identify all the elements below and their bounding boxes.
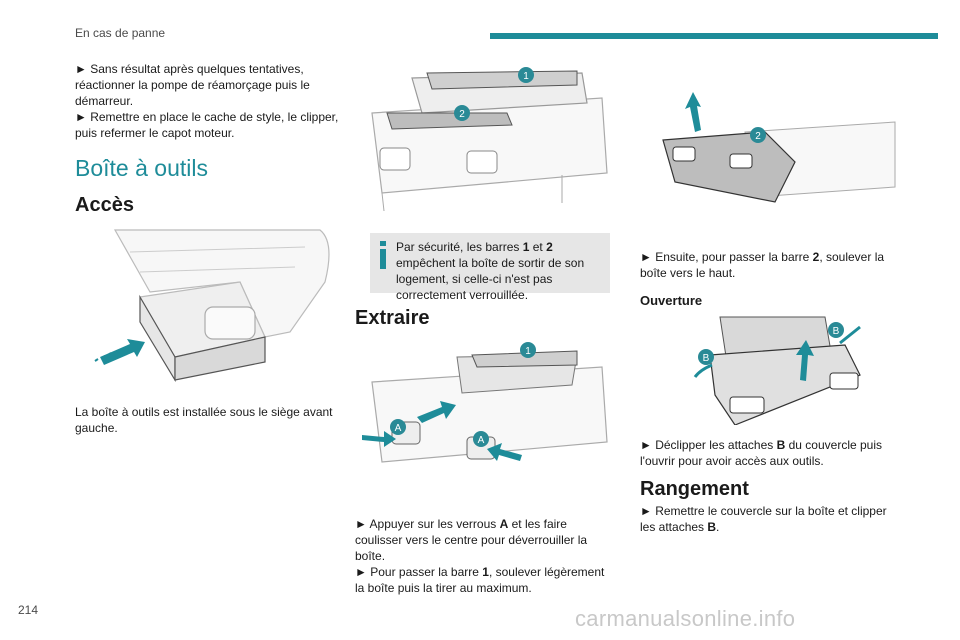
info-text: empêchent la boîte de sortir de son loge… [396,256,585,302]
page-number: 214 [18,603,39,617]
info-bold: 2 [546,240,553,254]
info-box: Par sécurité, les barres 1 et 2 empêchen… [370,233,610,302]
instruction-text: ► Pour passer la barre 1, soulever légèr… [355,565,605,595]
info-text: Par sécurité, les barres [396,240,523,254]
section-title: Boîte à outils [75,155,208,181]
bullet-text: ► Remettre en place le cache de style, l… [75,110,339,140]
seat-toolbox-illustration [90,222,340,382]
open-instruction: ► Déclipper les attaches B du couvercle … [640,437,900,469]
subsection-title: Ouverture [640,293,703,308]
toolbox-open-illustration: B B [660,315,875,425]
column-1: ► Sans résultat après quelques tentative… [75,61,345,141]
instruction-text: ► Ensuite, pour passer la barre 2, soule… [640,250,885,280]
info-icon [380,241,386,269]
extract-instructions: ► Appuyer sur les verrous A et les faire… [355,516,610,596]
label-2-badge: 2 [459,109,465,120]
header-accent-bar [490,33,938,39]
toolbox-lift-illustration: 2 [655,92,905,212]
label-1-badge: 1 [523,71,529,82]
toolbox-extract-illustration: A A 1 [362,337,617,477]
subsection-title: Accès [75,194,134,216]
info-text: et [529,240,547,254]
instruction-text: ► Déclipper les attaches B du couvercle … [640,438,883,468]
header-section-label: En cas de panne [75,26,166,40]
label-2-badge: 2 [755,131,761,142]
subsection-title: Extraire [355,307,430,329]
toolbox-caption: La boîte à outils est installée sous le … [75,405,333,435]
watermark: carmanualsonline.info [575,606,796,631]
instruction-text: ► Appuyer sur les verrous A et les faire… [355,517,588,563]
lift-instruction: ► Ensuite, pour passer la barre 2, soule… [640,249,900,281]
toolbox-bars-illustration: 1 2 [362,63,617,213]
label-b-badge: B [703,353,710,364]
subsection-title: Rangement [640,478,749,500]
info-bold: 1 [522,240,530,254]
label-b-badge: B [833,326,840,337]
label-1-badge: 1 [525,346,531,357]
label-a-badge: A [478,435,485,446]
label-a-badge: A [395,423,402,434]
bullet-text: ► Sans résultat après quelques tentative… [75,62,310,108]
storage-instruction: ► Remettre le couvercle sur la boîte et … [640,503,900,535]
instruction-text: ► Remettre le couvercle sur la boîte et … [640,504,887,534]
